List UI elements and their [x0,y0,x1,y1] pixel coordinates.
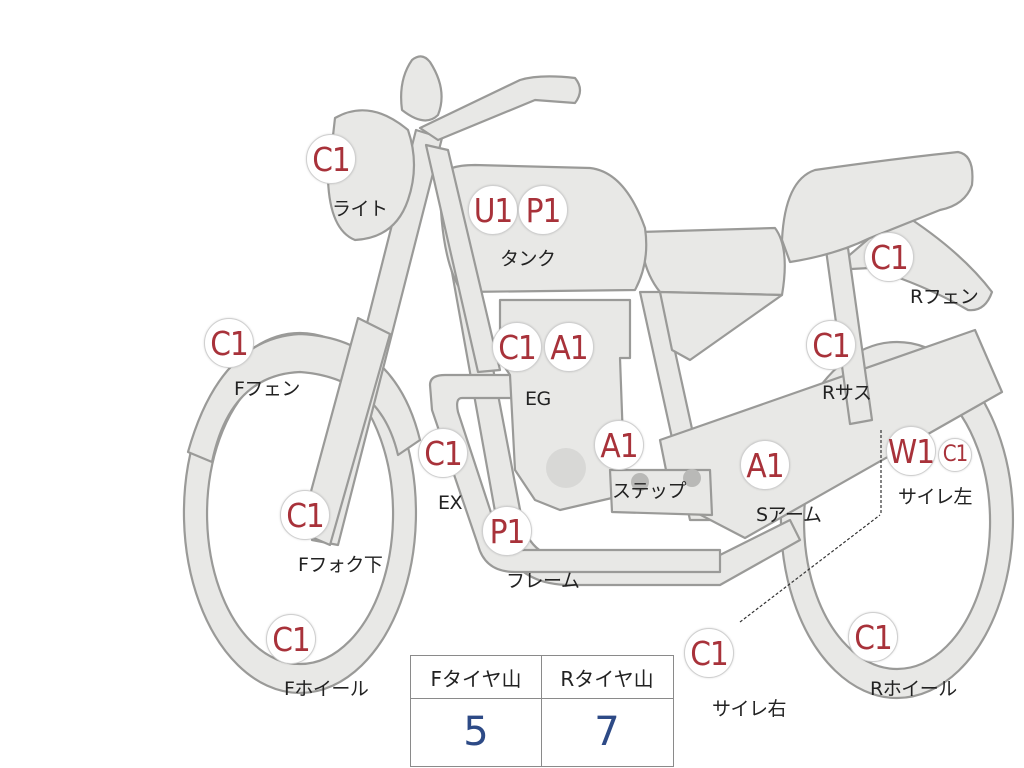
table-divider-vertical [541,656,542,766]
badge-frame[interactable]: P1 [482,506,532,556]
handlebar [418,75,582,142]
label-f-fork-lower: Fフォク下 [298,554,383,576]
label-tank: タンク [500,248,556,270]
badge-light[interactable]: C1 [306,134,356,184]
badge-eg-a[interactable]: A1 [544,322,594,372]
table-divider-horizontal [411,698,673,699]
rear-tire-header: Rタイヤ山 [560,666,654,691]
badge-ex[interactable]: C1 [418,428,468,478]
tire-tread-table: Fタイヤ山 Rタイヤ山 5 7 [410,655,674,767]
badge-step[interactable]: A1 [594,420,644,470]
engine-cover [546,448,586,488]
badge-f-wheel[interactable]: C1 [266,614,316,664]
fork-brace [424,143,502,374]
badge-f-fork-lower[interactable]: C1 [280,490,330,540]
seat [780,150,974,264]
front-fork-lower [298,316,392,547]
label-sidestand-right: サイレ右 [712,698,787,720]
leader-line [739,514,881,623]
label-eg: EG [525,388,551,410]
front-tire-value[interactable]: 5 [463,709,489,755]
mirror [400,55,443,122]
label-ex: EX [438,492,463,514]
side-cover [638,226,786,297]
badge-tank-u[interactable]: U1 [468,185,518,235]
label-light: ライト [332,198,388,220]
badge-r-sus[interactable]: C1 [806,320,856,370]
step-peg-2 [683,469,701,487]
label-step: ステップ [612,480,687,502]
step-peg-1 [631,473,649,491]
label-r-sus: Rサス [822,382,872,404]
label-s-arm: Sアーム [756,504,822,526]
label-frame: フレーム [506,570,580,592]
label-f-fender: Fフェン [234,378,300,400]
badge-s-arm[interactable]: A1 [740,440,790,490]
badge-tank-p[interactable]: P1 [518,185,568,235]
label-r-fender: Rフェン [910,286,979,308]
badge-r-wheel[interactable]: C1 [848,612,898,662]
badge-eg-c[interactable]: C1 [492,322,542,372]
label-sidestand-left: サイレ左 [898,486,973,508]
badge-f-fender[interactable]: C1 [204,318,254,368]
underseat-panel [658,290,784,362]
badge-r-fender[interactable]: C1 [864,232,914,282]
badge-sidestand-left-w[interactable]: W1 [886,426,936,476]
rear-tire-value[interactable]: 7 [594,709,620,755]
badge-sidestand-left-c[interactable]: C1 [938,438,972,472]
front-tire-header: Fタイヤ山 [430,666,522,691]
label-r-wheel: Rホイール [870,678,957,700]
label-f-wheel: Fホイール [284,678,369,700]
badge-sidestand-right[interactable]: C1 [684,628,734,678]
